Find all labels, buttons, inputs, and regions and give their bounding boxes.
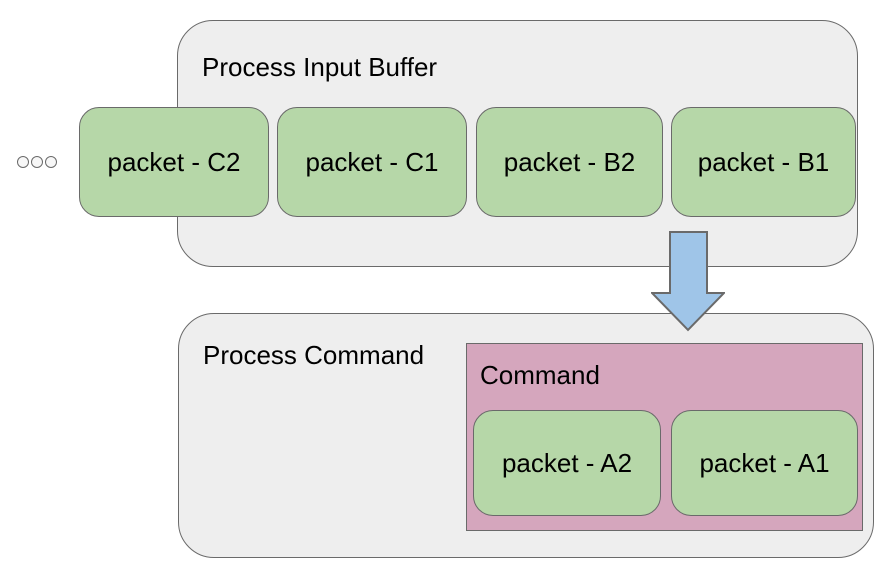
process-command-title: Process Command — [203, 340, 425, 370]
packet-box-c1: packet - C1 — [277, 107, 467, 217]
ellipsis-dot-icon — [17, 156, 29, 168]
ellipsis-dot-icon — [45, 156, 57, 168]
packet-box-a1: packet - A1 — [671, 410, 858, 516]
ellipsis-dot-icon — [31, 156, 43, 168]
packet-box-b2: packet - B2 — [476, 107, 663, 217]
packet-box-c2: packet - C2 — [79, 107, 269, 217]
down-arrow-icon — [651, 231, 725, 332]
input-buffer-title: Process Input Buffer — [202, 52, 438, 82]
command-title: Command — [480, 360, 600, 390]
packet-box-a2: packet - A2 — [473, 410, 661, 516]
ellipsis-icon — [17, 156, 57, 168]
packet-box-b1: packet - B1 — [671, 107, 856, 217]
